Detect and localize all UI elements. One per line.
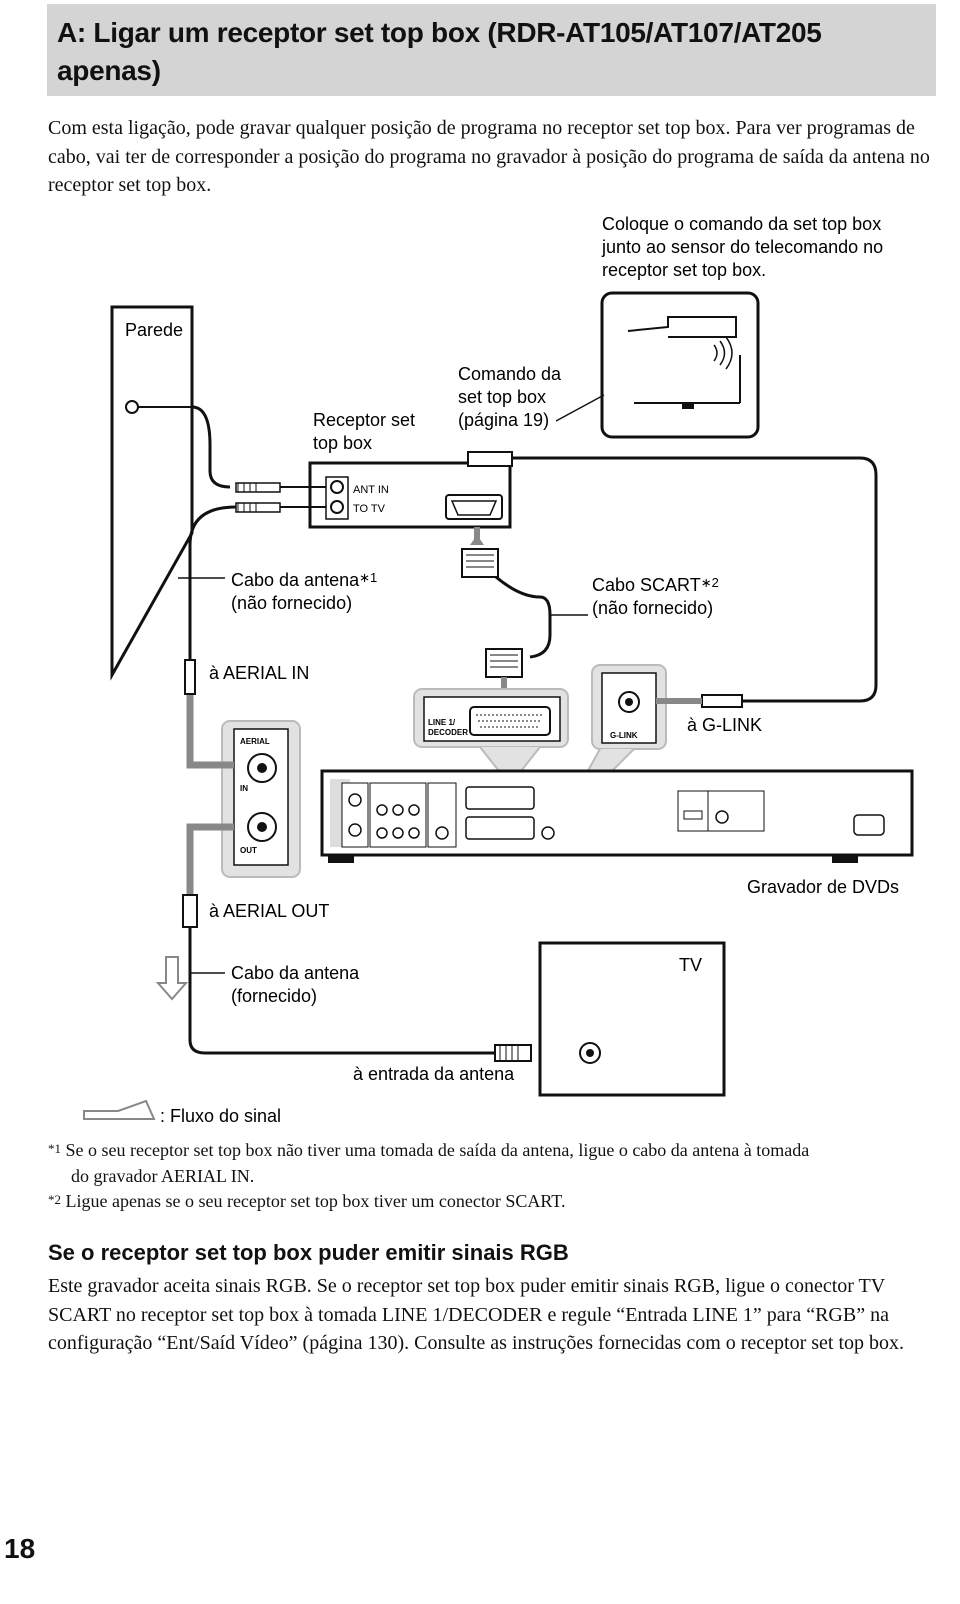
antenna-cable-2-label-1: Cabo da antena: [231, 963, 360, 983]
remote-label-2: set top box: [458, 387, 546, 407]
ant-in-label: ANT IN: [353, 484, 389, 496]
receiver-label-1: Receptor set: [313, 410, 415, 430]
intro-paragraph: Com esta ligação, pode gravar qualquer p…: [48, 117, 930, 196]
rgb-section-heading: Se o receptor set top box puder emitir s…: [48, 1240, 569, 1265]
footnote-2-mark: *2: [48, 1192, 61, 1207]
antenna-cable-2-label-2: (fornecido): [231, 986, 317, 1006]
panel-in-label: IN: [240, 784, 248, 793]
footnote-2: *2 Ligue apenas se o seu receptor set to…: [48, 1189, 940, 1214]
title-bar: A: Ligar um receptor set top box (RDR-AT…: [47, 4, 936, 96]
connection-diagram: Coloque o comando da set top box junto a…: [0, 205, 960, 1135]
diagram-svg: Coloque o comando da set top box junto a…: [83, 214, 914, 1126]
to-glink-label: à G-LINK: [687, 715, 762, 735]
antenna-cable-1-supply: (não fornecido): [231, 593, 352, 613]
remote-label-3: (página 19): [458, 410, 549, 430]
to-aerial-out-label: à AERIAL OUT: [209, 901, 329, 921]
antenna-cable-1-label: Cabo da antena∗1: [231, 570, 377, 590]
scart-cable-label: Cabo SCART∗2: [592, 575, 719, 595]
to-tv-label: TO TV: [353, 503, 386, 515]
line1-decoder-callout: LINE 1/ DECODER: [413, 688, 569, 787]
wall-label: Parede: [125, 320, 183, 340]
footnote-1-text: Se o seu receptor set top box não tiver …: [65, 1140, 810, 1160]
dvd-recorder-panel: [320, 769, 914, 863]
dvd-recorder-label: Gravador de DVDs: [747, 877, 899, 897]
set-top-box-receiver: ANT IN TO TV: [308, 451, 513, 529]
panel-line1-label-1: LINE 1/: [428, 718, 456, 727]
scart-cable-supply: (não fornecido): [592, 598, 713, 618]
aerial-panel-callout: AERIAL IN OUT: [186, 695, 301, 895]
panel-aerial-label: AERIAL: [240, 737, 270, 746]
footnote-1-continued: do gravador AERIAL IN.: [71, 1166, 255, 1186]
panel-glink-label: G-LINK: [610, 731, 638, 740]
rgb-section-body: Este gravador aceita sinais RGB. Se o re…: [48, 1275, 905, 1354]
to-aerial-in-label: à AERIAL IN: [209, 663, 309, 683]
remote-note-line-1: Coloque o comando da set top box: [602, 214, 881, 234]
panel-out-label: OUT: [240, 846, 257, 855]
remote-note-line-2: junto ao sensor do telecomando no: [601, 237, 883, 257]
footnote-1: *1 Se o seu receptor set top box não tiv…: [48, 1138, 940, 1163]
remote-inset: [600, 291, 760, 439]
remote-label-1: Comando da: [458, 364, 562, 384]
to-antenna-input-label: à entrada da antena: [353, 1064, 515, 1084]
footnote-2-text: Ligue apenas se o seu receptor set top b…: [65, 1191, 566, 1211]
page-title: A: Ligar um receptor set top box (RDR-AT…: [57, 17, 822, 86]
remote-note-line-3: receptor set top box.: [602, 260, 766, 280]
page-number: 18: [4, 1533, 36, 1564]
panel-line1-label-2: DECODER: [428, 728, 468, 737]
footnote-1-mark: *1: [48, 1141, 61, 1156]
tv: [538, 941, 726, 1097]
receiver-label-2: top box: [313, 433, 372, 453]
signal-flow-legend-icon: [83, 1099, 156, 1120]
wall: [110, 305, 194, 681]
tv-label: TV: [679, 955, 702, 975]
signal-flow-legend-label: : Fluxo do sinal: [160, 1106, 281, 1126]
